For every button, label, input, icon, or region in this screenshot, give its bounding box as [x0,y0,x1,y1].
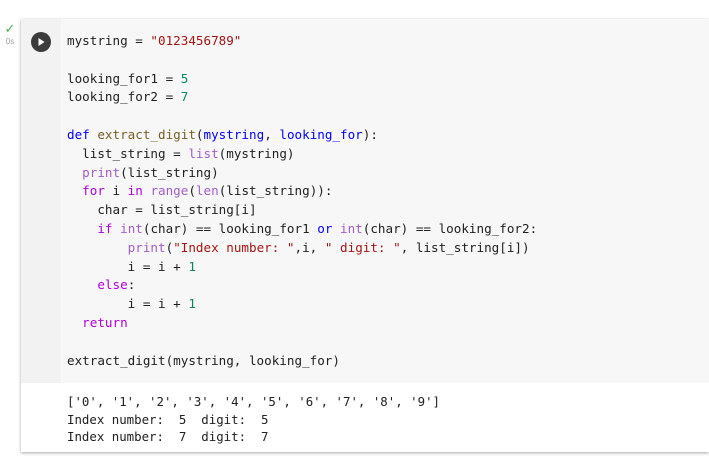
code-line: for i in range(len(list_string)): [67,182,537,201]
code-line: def extract_digit(mystring, looking_for)… [67,126,537,145]
code-line: print("Index number: ",i, " digit: ", li… [67,239,537,258]
code-token: (mystring) [218,145,295,161]
code-token [67,240,128,255]
code-cell[interactable]: mystring = "0123456789" looking_for1 = 5… [21,19,709,452]
code-token [67,221,97,236]
code-token: "0123456789" [150,33,242,48]
execution-time: 0s [5,37,15,46]
code-token: print [127,239,166,255]
code-token: list [188,145,219,161]
code-token: extract_digit [97,126,196,142]
checkmark-icon: ✓ [4,21,16,36]
code-line: print(list_string) [67,164,537,183]
code-token: (char) == looking_for2: [362,220,538,236]
code-token: else [97,277,128,293]
code-token: char = list_string[i] [67,202,257,218]
code-line: looking_for1 = 5 [67,70,537,89]
code-token [67,277,97,292]
code-token: ,i, [294,239,325,255]
code-token: (list_string)): [218,183,333,199]
code-token: mystring [203,126,265,142]
code-token: list_string = [67,145,189,161]
code-text: mystring = "0123456789" looking_for1 = 5… [67,32,537,370]
code-line: i = i + 1 [67,258,537,277]
code-token: 1 [188,296,196,312]
code-token: (char) == looking_for1 [142,220,318,236]
code-line: looking_for2 = 7 [67,88,537,107]
code-token: int [340,220,363,236]
code-token: i = i + [67,258,189,274]
code-token: print [82,164,121,180]
code-token: range [150,183,189,199]
code-line: return [67,314,537,333]
code-token: ( [195,126,204,142]
code-token [67,165,82,180]
code-token: def [67,126,98,142]
code-token [67,183,82,198]
code-token: int [120,220,143,236]
code-editor[interactable]: mystring = "0123456789" looking_for1 = 5… [61,19,709,383]
code-line: i = i + 1 [67,295,537,314]
code-token: 1 [188,258,196,274]
code-token: , list_string[i]) [400,239,530,255]
code-token: " digit: " [324,239,401,255]
code-token: in [127,183,143,199]
cell-gutter [21,19,61,383]
code-token: looking_for2 = [67,89,181,105]
code-token: looking_for [279,126,363,142]
code-token: ): [362,126,378,142]
code-token: mystring = [67,33,151,48]
code-token: i [104,183,128,199]
code-token: for [82,183,105,199]
code-token: if [97,220,113,236]
play-icon [38,38,45,46]
code-token: 5 [180,70,189,86]
code-token: len [195,183,219,199]
code-token: "Index number: " [173,239,295,255]
code-token: , [264,126,280,142]
execution-status: ✓ 0s [0,22,20,47]
code-token: extract_digit(mystring, looking_for) [67,352,340,368]
code-token: ( [188,183,196,199]
code-token: return [82,314,128,330]
code-line: else: [67,276,537,295]
run-cell-button[interactable] [31,32,51,52]
code-line [67,333,537,352]
code-token: : [127,277,136,293]
code-token: or [317,220,333,236]
code-token: 7 [180,89,189,105]
code-line: list_string = list(mystring) [67,145,537,164]
code-line: char = list_string[i] [67,201,537,220]
output-line: ['0', '1', '2', '3', '4', '5', '6', '7',… [67,394,440,409]
output-line: Index number: 5 digit: 5 [67,411,269,427]
cell-output: ['0', '1', '2', '3', '4', '5', '6', '7',… [67,393,440,446]
code-line: mystring = "0123456789" [67,32,537,51]
code-token: ( [165,239,174,255]
code-token [113,221,121,236]
code-line [67,51,537,70]
code-token: looking_for1 = [67,70,181,86]
code-token: i = i + [67,296,189,312]
code-line: if int(char) == looking_for1 or int(char… [67,220,537,239]
code-token: (list_string) [120,164,219,180]
code-token [67,315,82,330]
code-line [67,107,537,126]
code-line: extract_digit(mystring, looking_for) [67,352,537,371]
code-token [332,221,340,236]
output-line: Index number: 7 digit: 7 [67,429,269,445]
